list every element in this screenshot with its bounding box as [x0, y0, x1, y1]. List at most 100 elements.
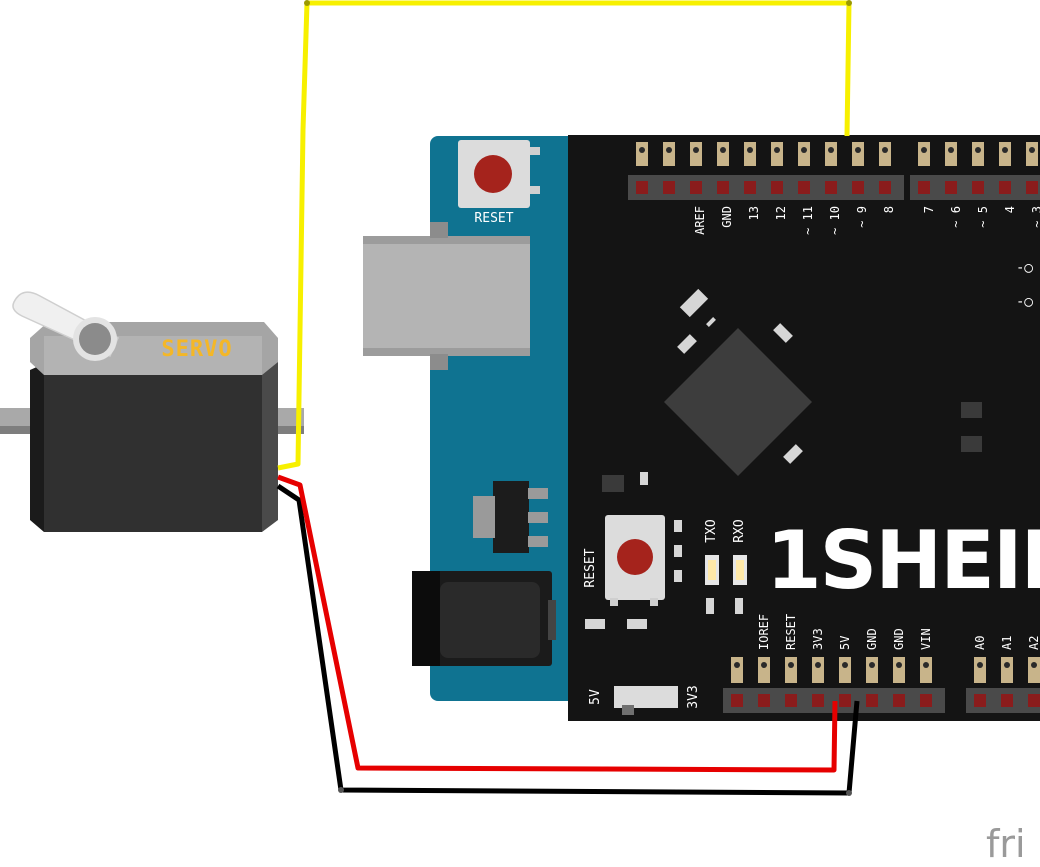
header-pin[interactable] [1026, 181, 1038, 194]
pin-hole [842, 662, 848, 668]
digital-pin-label: 8 [882, 206, 896, 213]
pin-marker [812, 657, 824, 683]
switch-5v-label: 5V [588, 689, 603, 705]
wire-bend-point [304, 0, 310, 6]
header-pin[interactable] [812, 694, 824, 707]
pin-marker [879, 142, 891, 166]
header-pin[interactable] [920, 694, 932, 707]
tx-label: TXO [704, 519, 719, 543]
digital-pin-label: 13 [747, 206, 761, 220]
pin-hole [720, 147, 726, 153]
header-pin[interactable] [945, 181, 957, 194]
power-pin-label: GND [892, 628, 906, 650]
header-pin[interactable] [972, 181, 984, 194]
digital-pin-label: 4 [1003, 206, 1017, 213]
wire-bend-point [846, 0, 852, 6]
pin-marker [744, 142, 756, 166]
pin-hole [1004, 662, 1010, 668]
voltage-switch[interactable] [614, 686, 678, 715]
pin-marker [893, 657, 905, 683]
pin-hole [855, 147, 861, 153]
header-pin[interactable] [771, 181, 783, 194]
pin-hole [666, 147, 672, 153]
pin-marker [999, 142, 1011, 166]
power-header [723, 657, 945, 713]
pin-hole [948, 147, 954, 153]
digital-pin-label: ~ 3 [1030, 206, 1040, 228]
analog-header [966, 657, 1040, 713]
pin-marker [920, 657, 932, 683]
analog-pin-label: A0 [973, 636, 987, 650]
header-pin[interactable] [798, 181, 810, 194]
pin-hole [734, 662, 740, 668]
pin-marker [1028, 657, 1040, 683]
wire-bend-point [338, 787, 344, 793]
pin-hole [921, 147, 927, 153]
voltage-regulator [473, 481, 548, 553]
pin-marker [758, 657, 770, 683]
smd-components [585, 288, 982, 629]
pin-marker [1026, 142, 1038, 166]
switch-3v3-label: 3V3 [686, 685, 701, 708]
pin-hole [747, 147, 753, 153]
pin-marker [717, 142, 729, 166]
header-pin[interactable] [974, 694, 986, 707]
tx-led [705, 555, 719, 585]
microcontroller-chip [664, 328, 812, 476]
pin-hole [896, 662, 902, 668]
uno-reset-button[interactable] [458, 140, 540, 208]
header-pin[interactable] [717, 181, 729, 194]
pin-marker [918, 142, 930, 166]
digital-pin-label: 7 [922, 206, 936, 213]
header-pin[interactable] [744, 181, 756, 194]
header-pin[interactable] [636, 181, 648, 194]
pin-marker [972, 142, 984, 166]
header-pin[interactable] [1028, 694, 1040, 707]
shield-reset-button[interactable] [605, 515, 665, 606]
pin-hole [815, 662, 821, 668]
pin-marker [731, 657, 743, 683]
header-pin[interactable] [893, 694, 905, 707]
header-pin[interactable] [999, 181, 1011, 194]
pin-marker [785, 657, 797, 683]
pin-hole [1029, 147, 1035, 153]
pin-marker [690, 142, 702, 166]
pin-hole [639, 147, 645, 153]
pin-hole [761, 662, 767, 668]
shield-board: RESET TXO RXO 1SHEILD 5V 3V3 -◯ -◯ [568, 135, 1040, 721]
pin-marker [771, 142, 783, 166]
header-pin[interactable] [866, 694, 878, 707]
rx-label: RXO [732, 519, 747, 543]
pin-hole [923, 662, 929, 668]
header-pin[interactable] [663, 181, 675, 194]
servo-horn [12, 291, 119, 361]
usb-connector [363, 222, 530, 370]
power-pin-label: RESET [784, 614, 798, 650]
power-jack [412, 571, 556, 666]
header-pin[interactable] [690, 181, 702, 194]
uno-reset-label: RESET [474, 211, 513, 226]
header-pin[interactable] [1001, 694, 1013, 707]
header-pin[interactable] [839, 694, 851, 707]
analog-pin-label: A1 [1000, 636, 1014, 650]
digital-pin-label: ~ 9 [855, 206, 869, 228]
header-pin[interactable] [731, 694, 743, 707]
pin-marker [974, 657, 986, 683]
pin-hole [975, 147, 981, 153]
shield-reset-label: RESET [583, 548, 598, 587]
header-pin[interactable] [918, 181, 930, 194]
servo-label: SERVO [161, 337, 232, 362]
power-pin-label: IOREF [757, 614, 771, 650]
digital-pin-label: AREF [693, 206, 707, 235]
power-pin-label: 3V3 [811, 628, 825, 650]
servo-motor: SERVO [0, 291, 304, 532]
header-pin[interactable] [785, 694, 797, 707]
board-symbol: -◯ [1016, 294, 1033, 310]
header-pin[interactable] [758, 694, 770, 707]
header-pin[interactable] [879, 181, 891, 194]
digital-pin-label: 12 [774, 206, 788, 220]
header-pin[interactable] [825, 181, 837, 194]
header-pin[interactable] [852, 181, 864, 194]
